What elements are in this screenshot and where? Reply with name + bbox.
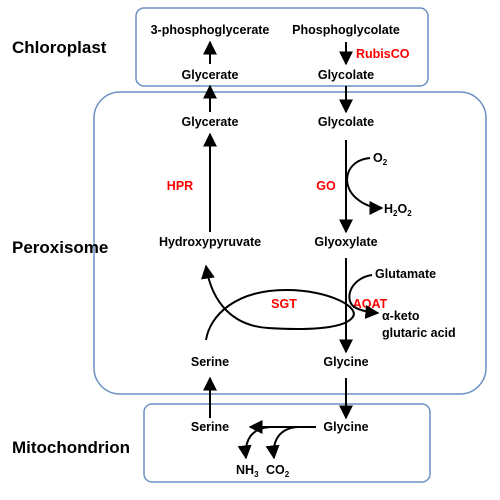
glycolate-chloroplast-label: Glycolate — [318, 68, 374, 82]
sgt-transamination-loop — [201, 264, 355, 341]
hpr-enzyme-label: HPR — [167, 179, 193, 193]
serine-peroxisome-label: Serine — [191, 355, 229, 369]
glutamate-label: Glutamate — [375, 267, 436, 281]
glycerate-chloroplast-label: Glycerate — [182, 68, 239, 82]
sgt-enzyme-label: SGT — [271, 297, 297, 311]
peroxisome-label: Peroxisome — [12, 238, 108, 257]
rubisco-enzyme-label: RubisCO — [356, 47, 410, 61]
go-enzyme-label: GO — [316, 179, 336, 193]
chloroplast-label: Chloroplast — [12, 38, 107, 57]
phosphoglycerate-label: 3-phosphoglycerate — [151, 23, 270, 37]
chloroplast-box — [135, 7, 429, 87]
phosphoglycolate-label: Phosphoglycolate — [292, 23, 400, 37]
hydroxypyruvate-label: Hydroxypyruvate — [159, 235, 261, 249]
mitochondrion-label: Mitochondrion — [12, 438, 130, 457]
glycerate-peroxisome-label: Glycerate — [182, 115, 239, 129]
glutaric-acid-label: glutaric acid — [382, 326, 456, 340]
o2-label: O2 — [373, 151, 388, 167]
mitochondrion-box — [143, 403, 431, 483]
nh3-label: NH3 — [236, 463, 259, 479]
glyoxylate-label: Glyoxylate — [314, 235, 377, 249]
o2-h2o2-side-arrow — [346, 157, 384, 215]
co2-label: CO2 — [266, 463, 290, 479]
serine-mitochondrion-label: Serine — [191, 420, 229, 434]
glycine-mitochondrion-label: Glycine — [323, 420, 368, 434]
co2-release-arrow — [265, 426, 299, 460]
nh3-release-arrow — [237, 426, 271, 460]
alpha-keto-label: α-keto — [382, 309, 420, 323]
glycolate-peroxisome-label: Glycolate — [318, 115, 374, 129]
glutamate-akg-side-arrow — [348, 274, 380, 319]
glycine-peroxisome-label: Glycine — [323, 355, 368, 369]
peroxisome-box — [93, 91, 487, 395]
h2o2-label: H2O2 — [384, 202, 412, 218]
